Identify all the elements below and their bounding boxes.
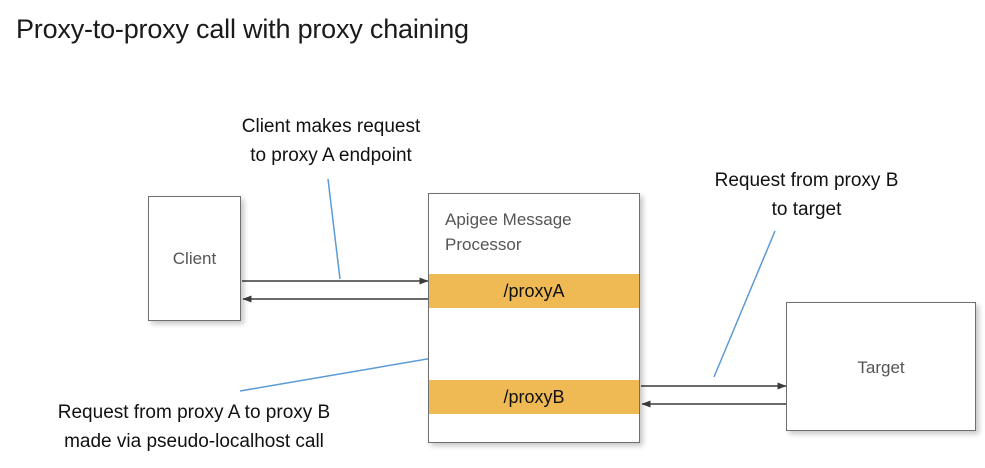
target-node-label: Target — [857, 358, 905, 377]
message-processor-title: Apigee Message Processor — [445, 210, 572, 254]
annotation-target-request: Request from proxy B to target — [714, 170, 899, 220]
annotation-client-request: Client makes request to proxy A endpoint — [241, 116, 421, 166]
page-title: Proxy-to-proxy call with proxy chaining — [16, 14, 469, 44]
target-node[interactable]: Target — [786, 302, 976, 431]
leader-line-client-annotation — [327, 178, 341, 280]
proxy-b-band[interactable]: /proxyB — [429, 380, 639, 414]
proxy-a-band[interactable]: /proxyA — [429, 274, 639, 308]
annotation-proxy-chaining: Request from proxy A to proxy B made via… — [57, 402, 331, 452]
proxy-b-label: /proxyB — [503, 386, 565, 407]
message-processor-node[interactable]: Apigee Message Processor /proxyA /proxyB — [428, 193, 640, 443]
client-node[interactable]: Client — [148, 196, 241, 321]
proxy-a-label: /proxyA — [503, 280, 565, 301]
client-node-label: Client — [172, 249, 217, 268]
leader-line-target-annotation — [713, 230, 776, 378]
